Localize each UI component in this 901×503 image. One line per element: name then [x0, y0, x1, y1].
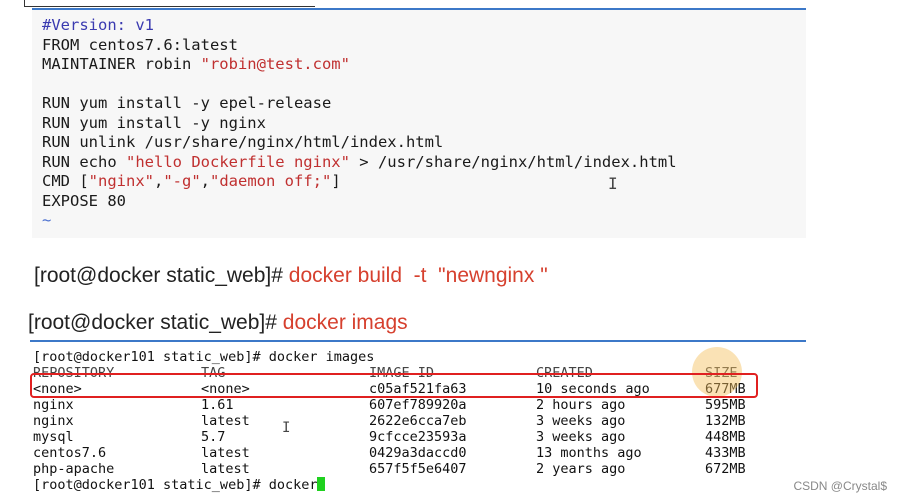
dockerfile-line: RUN yum install -y nginx	[42, 114, 806, 134]
dockerfile-line: RUN yum install -y epel-release	[42, 94, 806, 114]
cell-image-id: 0429a3daccd0	[369, 445, 467, 461]
code-token: CMD [	[42, 172, 89, 190]
text-cursor-icon: I	[608, 174, 618, 193]
cell-size: 672MB	[705, 461, 746, 477]
build-command: docker build -t "newnginx "	[288, 264, 548, 287]
build-prompt: [root@docker static_web]#	[34, 264, 289, 287]
cell-size: 132MB	[705, 413, 746, 429]
code-token: RUN yum install -y nginx	[42, 113, 266, 132]
dockerfile-line: FROM centos7.6:latest	[42, 36, 806, 56]
cell-tag: 1.61	[201, 397, 234, 413]
dockerfile-line	[42, 75, 806, 95]
terminal-prompt[interactable]: [root@docker101 static_web]# docker	[33, 477, 806, 493]
code-token: FROM centos7.6:latest	[42, 35, 238, 54]
cell-created: 3 weeks ago	[536, 413, 626, 429]
cell-tag: <none>	[201, 381, 250, 397]
cell-image-id: 9cfcce23593a	[369, 429, 467, 445]
cell-repository: nginx	[33, 397, 74, 413]
click-indicator	[692, 347, 742, 397]
cell-created: 2 hours ago	[536, 397, 626, 413]
text-cursor-icon-2: I	[282, 420, 291, 436]
cell-repository: mysql	[33, 429, 74, 445]
code-token: MAINTAINER robin	[42, 55, 201, 73]
dockerfile-line: #Version: v1	[42, 16, 806, 36]
dockerfile-line: EXPOSE 80	[42, 192, 806, 212]
code-token: ]	[331, 172, 341, 190]
terminal-command-line: [root@docker101 static_web]# docker imag…	[33, 349, 375, 365]
cell-created: 13 months ago	[536, 445, 642, 461]
dockerfile-line: RUN unlink /usr/share/nginx/html/index.h…	[42, 133, 806, 153]
images-prompt: [root@docker static_web]#	[28, 311, 283, 334]
cell-size: 677MB	[705, 381, 746, 397]
code-token: ,	[200, 172, 211, 190]
code-token: RUN yum install -y epel-release	[42, 94, 332, 112]
cell-repository: centos7.6	[33, 445, 107, 461]
cell-tag: 5.7	[201, 429, 226, 445]
cell-created: 3 weeks ago	[536, 429, 626, 445]
dockerfile-line: ~	[42, 211, 806, 231]
docker-images-terminal[interactable]: [root@docker101 static_web]# docker imag…	[30, 340, 806, 500]
cell-image-id: c05af521fa63	[369, 381, 467, 397]
table-row: centos7.6 latest 0429a3daccd0 13 months ago…	[33, 445, 806, 461]
table-row: mysql 5.7 9cfcce23593a 3 weeks ago 448MB	[33, 429, 806, 445]
watermark: CSDN @Crystal$	[793, 479, 887, 493]
table-row: <none> <none> c05af521fa63 10 seconds ago 67…	[33, 381, 806, 397]
cell-size: 433MB	[705, 445, 746, 461]
cell-tag: latest	[201, 461, 250, 477]
code-token: "nginx"	[88, 172, 154, 190]
terminal-cursor	[317, 477, 326, 491]
code-token: ,	[154, 172, 164, 190]
dockerfile-line: RUN echo "hello Dockerfile nginx" > /usr…	[42, 153, 806, 173]
code-token: ~	[42, 211, 52, 229]
cell-created: 2 years ago	[536, 461, 626, 477]
images-command: docker imags	[282, 311, 408, 334]
code-token: RUN unlink /usr/share/nginx/html/index.h…	[42, 133, 444, 151]
build-command-line: [root@docker static_web]# docker build -…	[34, 264, 548, 288]
table-row: nginx 1.61 607ef789920a 2 hours ago 595MB	[33, 397, 806, 413]
highlight-new-image-row	[30, 373, 758, 398]
cell-repository: nginx	[33, 413, 74, 429]
code-token: "daemon off;"	[210, 172, 332, 190]
cell-size: 448MB	[705, 429, 746, 445]
table-row: nginx latest 2622e6cca7eb 3 weeks ago 132MB	[33, 413, 806, 429]
code-token: "robin@test.com"	[200, 55, 350, 73]
cell-repository: <none>	[33, 381, 82, 397]
previous-terminal-edge	[24, 0, 315, 7]
code-token: RUN echo	[42, 152, 126, 171]
cell-size: 595MB	[705, 397, 746, 413]
dockerfile-line: CMD ["nginx","-g","daemon off;"]	[42, 172, 806, 192]
cell-image-id: 607ef789920a	[369, 397, 467, 413]
dockerfile-line: MAINTAINER robin "robin@test.com"	[42, 55, 806, 75]
cell-image-id: 657f5f5e6407	[369, 461, 467, 477]
cell-repository: php-apache	[33, 461, 115, 477]
cell-tag: latest	[201, 413, 250, 429]
code-token: #Version: v1	[42, 16, 154, 34]
code-token: "hello Dockerfile nginx"	[126, 152, 350, 171]
code-token: "-g"	[163, 172, 201, 190]
code-token	[42, 75, 51, 93]
cell-created: 10 seconds ago	[536, 381, 650, 397]
cell-image-id: 2622e6cca7eb	[369, 413, 467, 429]
cell-tag: latest	[201, 445, 250, 461]
code-token: > /usr/share/nginx/html/index.html	[349, 152, 677, 171]
code-token: EXPOSE 80	[42, 191, 126, 210]
table-row: php-apache latest 657f5f5e6407 2 years ago 6…	[33, 461, 806, 477]
images-command-line: [root@docker static_web]# docker imags	[28, 311, 408, 335]
